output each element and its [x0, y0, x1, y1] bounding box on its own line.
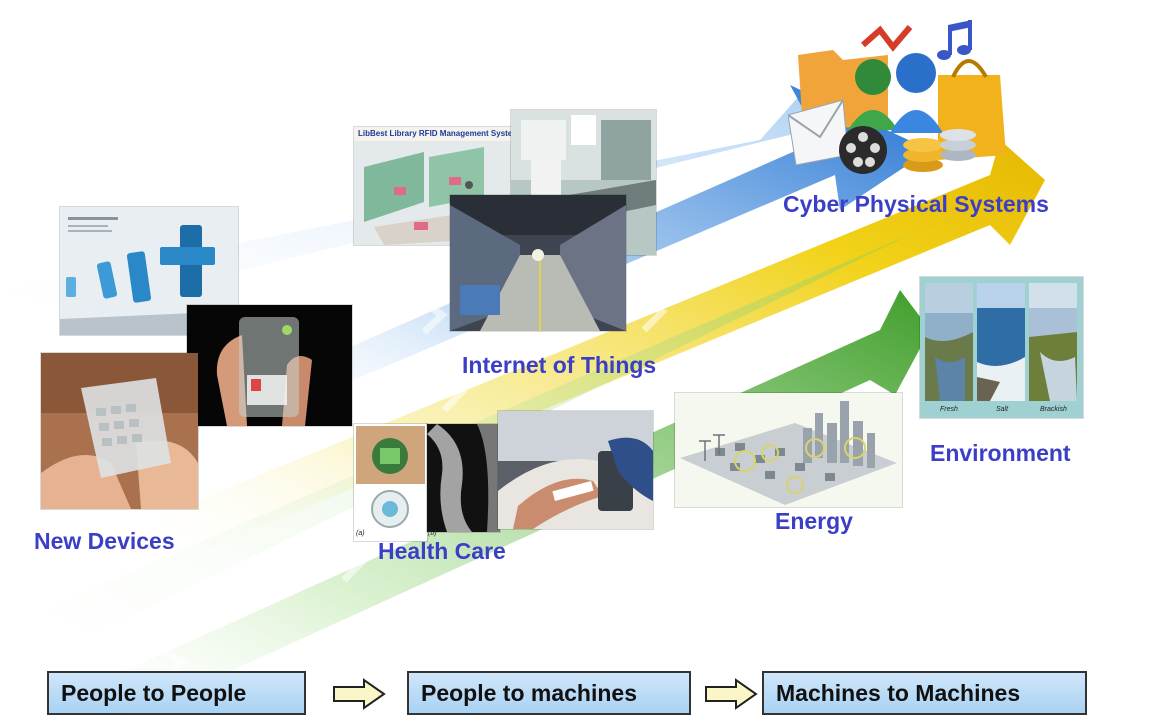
- photo-health-sensors: [354, 424, 427, 541]
- ray-chevron: [213, 456, 244, 493]
- photo-flexible-phones: [60, 207, 238, 335]
- chart-icon: [861, 25, 913, 52]
- photo-transparent-phone: [187, 305, 352, 426]
- env-caption-brackish: Brackish: [1040, 406, 1067, 413]
- ray-chevron: [438, 376, 468, 413]
- label-health-care: Health Care: [378, 538, 506, 564]
- cps-icon-cluster: [787, 15, 1010, 183]
- photo-health-xray: [427, 424, 500, 532]
- label-new-devices: New Devices: [34, 528, 175, 554]
- stage-machines-to-machines: Machines to Machines: [762, 671, 1087, 715]
- mail-icon: [787, 99, 849, 166]
- stage-arrow-icon: [705, 678, 758, 710]
- photo-health-patient: [498, 411, 653, 529]
- env-panel-brackish: [1029, 283, 1077, 401]
- photo-environment-water: [920, 277, 1083, 418]
- stage-people-to-people: People to People: [47, 671, 306, 715]
- env-panel-fresh: [925, 283, 973, 401]
- user-icon: [855, 59, 891, 95]
- photo-smart-city-energy: [675, 393, 902, 507]
- env-panel-salt: [977, 283, 1025, 401]
- photo-flexible-keypad: [41, 353, 198, 509]
- env-caption-salt: Salt: [996, 406, 1009, 413]
- health-caption-b: (b): [428, 530, 437, 537]
- ray-chevron: [338, 546, 368, 583]
- env-caption-fresh: Fresh: [940, 406, 958, 413]
- coins-icon: [903, 129, 976, 172]
- ray-chevron: [418, 297, 448, 335]
- label-energy: Energy: [775, 508, 853, 534]
- label-internet-of-things: Internet of Things: [462, 352, 657, 378]
- photo-warehouse: [450, 195, 626, 331]
- label-cyber-physical-systems: Cyber Physical Systems: [783, 191, 1049, 217]
- ray-chevron: [228, 576, 258, 613]
- label-environment: Environment: [930, 440, 1071, 466]
- stage-people-to-machines: People to machines: [407, 671, 691, 715]
- health-caption-a: (a): [356, 530, 365, 537]
- stage-arrow-icon: [333, 678, 386, 710]
- music-note-icon: [937, 20, 972, 60]
- user-icon: [896, 53, 936, 93]
- rfid-system-title: LibBest Library RFID Management System: [358, 129, 520, 138]
- ray-chevron: [638, 296, 668, 333]
